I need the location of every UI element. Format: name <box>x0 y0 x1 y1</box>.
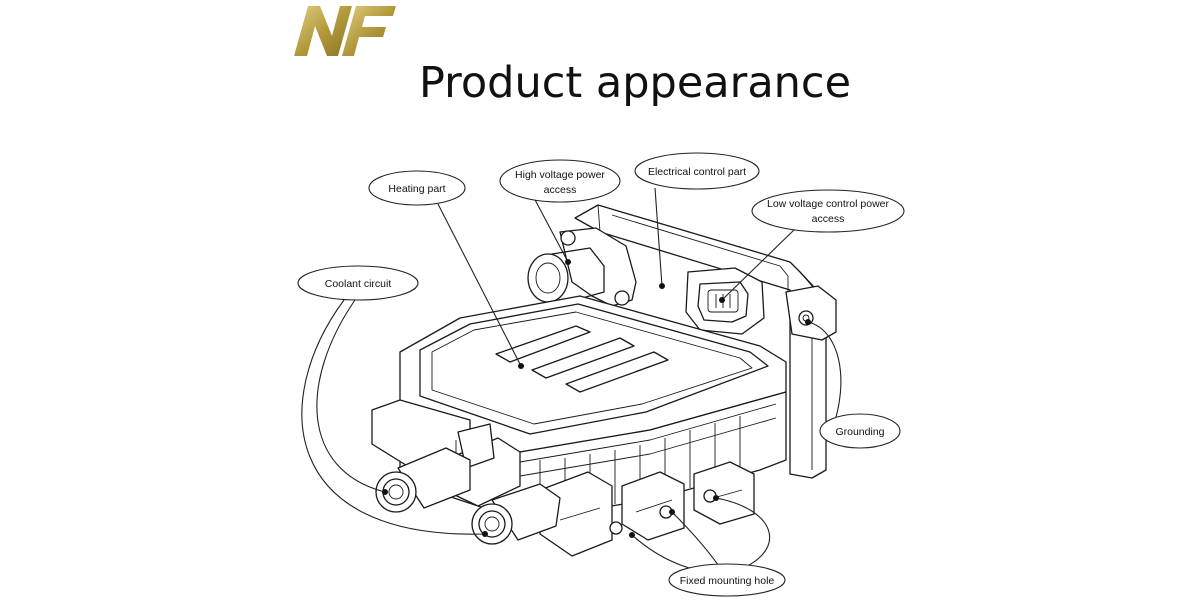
callout-electrical-control-label: Electrical control part <box>648 166 746 178</box>
callout-grounding: Grounding <box>819 413 901 449</box>
callout-coolant-circuit-label: Coolant circuit <box>325 278 392 290</box>
callout-electrical-control: Electrical control part <box>634 152 760 190</box>
callout-fixed-mounting-hole-label: Fixed mounting hole <box>680 575 775 587</box>
callout-heating-part: Heating part <box>368 170 466 206</box>
callout-low-voltage-label-line1: Low voltage control power <box>767 198 889 210</box>
callout-high-voltage-label-line1: High voltage power <box>515 169 605 181</box>
callout-fixed-mounting-hole: Fixed mounting hole <box>668 563 786 597</box>
brand-logo <box>294 6 396 56</box>
leader-lines <box>301 187 842 575</box>
callout-high-voltage: High voltage power access <box>499 159 621 203</box>
logo-letter-f <box>342 6 396 56</box>
page-title: Product appearance <box>418 58 852 108</box>
callout-low-voltage: Low voltage control power access <box>751 189 905 233</box>
callout-coolant-circuit: Coolant circuit <box>297 265 419 301</box>
callout-grounding-label: Grounding <box>835 426 884 438</box>
callout-high-voltage-label-line2: access <box>544 184 577 196</box>
logo-letter-n <box>294 6 352 56</box>
callout-heating-part-label: Heating part <box>388 183 445 195</box>
callout-low-voltage-label-line2: access <box>812 213 845 225</box>
heater-device-drawing <box>371 204 837 557</box>
